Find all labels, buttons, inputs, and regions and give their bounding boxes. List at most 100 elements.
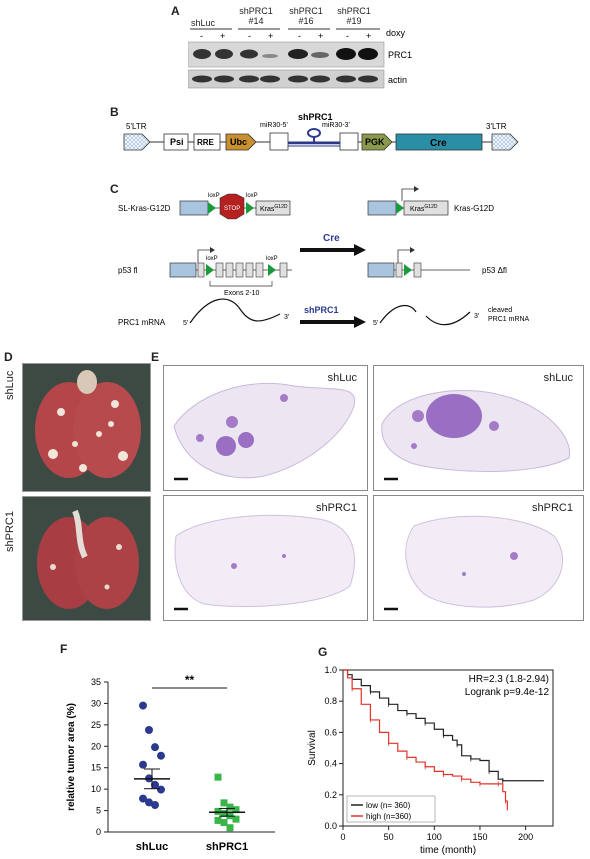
legend-box — [346, 795, 436, 823]
logrank-label: Logrank p=9.4e-12 — [465, 687, 550, 698]
y-tick-label: 0.4 — [324, 759, 337, 769]
ltr3-label: 3'LTR — [486, 122, 507, 131]
data-point — [226, 803, 234, 811]
lane-label-shluc: shLuc — [191, 18, 216, 28]
mir30-5-label: miR30-5' — [260, 122, 288, 129]
survival-curve — [343, 669, 544, 782]
panel-label-b: B — [110, 105, 119, 119]
data-point — [145, 726, 153, 734]
p53-left-label: p53 fl — [118, 266, 138, 275]
data-point — [232, 815, 240, 823]
histology-label: shPRC1 — [316, 502, 357, 514]
histology-label: shPRC1 — [532, 502, 573, 514]
kras-left-label: SL-Kras-G12D — [118, 204, 171, 213]
y-tick-label: 0 — [96, 827, 101, 837]
mir30-3-box — [339, 132, 359, 151]
cre-box — [395, 133, 483, 151]
p53-right-label: p53 Δfl — [482, 266, 507, 275]
hazard-ratio-label: HR=2.3 (1.8-2.94) — [469, 674, 549, 685]
kras-gene-label: Kras — [410, 206, 425, 213]
western-blot: - + - + - + - + doxy PRC1 actin — [188, 28, 412, 89]
shprc1-arrow-icon — [354, 316, 366, 328]
loxp-label: loxP — [246, 193, 258, 199]
lung-photo-shluc — [22, 363, 151, 492]
cleaved-fragment-3 — [425, 311, 471, 326]
loxp-icon — [396, 202, 404, 214]
data-point — [214, 807, 222, 815]
cre-label: Cre — [430, 138, 447, 149]
data-point — [145, 798, 153, 807]
promoter-arrow-icon — [414, 186, 419, 192]
loxp-label: loxP — [266, 256, 278, 262]
lung-label-shprc1: shPRC1 — [4, 511, 16, 552]
cleaved-label-2: PRC1 mRNA — [488, 316, 530, 323]
histology-shprc1-2: shPRC1 — [373, 495, 584, 621]
panel-label-e: E — [151, 350, 160, 364]
data-point — [151, 743, 159, 752]
histology-label: shLuc — [543, 372, 573, 384]
panel-label-g: G — [318, 645, 328, 659]
doxy-sign: + — [366, 31, 371, 41]
ltr3-box — [491, 133, 519, 151]
three-prime-label: 3' — [284, 314, 289, 321]
five-prime-label: 5' — [373, 320, 378, 327]
kras-gene-sup: G12D — [424, 204, 437, 210]
data-point — [226, 824, 234, 832]
doxy-sign: + — [220, 31, 225, 41]
three-prime-label: 3' — [474, 313, 479, 320]
blot-lane-header: shLuc shPRC1#14 shPRC1#16 shPRC1#19 — [188, 6, 428, 38]
pgk-box — [361, 133, 393, 151]
data-point — [139, 701, 147, 710]
plot-frame — [342, 669, 554, 827]
loxp-icon — [206, 264, 214, 276]
promoter-arrow-icon — [210, 247, 215, 253]
five-prime-label: 5' — [183, 320, 188, 327]
shprc1-label: shPRC1 — [298, 112, 333, 122]
svg-text:KrasG12D: KrasG12D — [410, 204, 438, 213]
cre-arrow-icon — [354, 244, 366, 256]
loxp-icon — [246, 202, 254, 214]
ubc-box — [225, 133, 257, 151]
data-point — [157, 785, 165, 794]
stop-label: STOP — [224, 206, 240, 212]
promoter-arrow-icon — [410, 247, 415, 253]
data-point — [151, 780, 159, 789]
loxp-icon — [268, 264, 276, 276]
loxp-icon — [404, 264, 412, 276]
x-category-label: shLuc — [136, 841, 168, 853]
data-point — [214, 773, 222, 781]
cre-arrow-label: Cre — [323, 233, 340, 244]
cleaved-label-1: cleaved — [488, 307, 512, 314]
data-point — [220, 810, 228, 818]
y-tick-label: 30 — [91, 698, 101, 708]
y-tick-label: 0.2 — [324, 790, 337, 800]
y-tick-label: 0.8 — [324, 696, 337, 706]
data-point — [139, 794, 147, 803]
y-axis-title: Survival — [307, 730, 318, 766]
doxy-sign: - — [346, 31, 349, 41]
histology-shluc-1: shLuc — [163, 365, 368, 491]
y-tick-label: 20 — [91, 741, 101, 751]
mrna-curve — [189, 298, 281, 324]
rre-box — [193, 133, 221, 151]
data-point — [214, 816, 222, 824]
psi-label: Psi — [170, 137, 184, 147]
significance-label: ** — [185, 673, 195, 687]
x-tick-label: 150 — [472, 832, 487, 842]
x-tick-label: 200 — [518, 832, 533, 842]
y-tick-label: 5 — [96, 806, 101, 816]
band-label-actin: actin — [388, 75, 407, 85]
panel-label-d: D — [4, 350, 13, 364]
prc1-bands — [193, 48, 378, 60]
hairpin-icon — [307, 128, 321, 138]
mrna-left-label: PRC1 mRNA — [118, 318, 166, 327]
shprc1-arrow-label: shPRC1 — [304, 305, 339, 315]
data-point — [232, 806, 240, 814]
legend-label: low (n= 360) — [366, 801, 411, 810]
ltr5-box — [123, 133, 151, 151]
loxp-icon — [208, 202, 216, 214]
doxy-sign: + — [268, 31, 273, 41]
doxy-sign: - — [248, 31, 251, 41]
